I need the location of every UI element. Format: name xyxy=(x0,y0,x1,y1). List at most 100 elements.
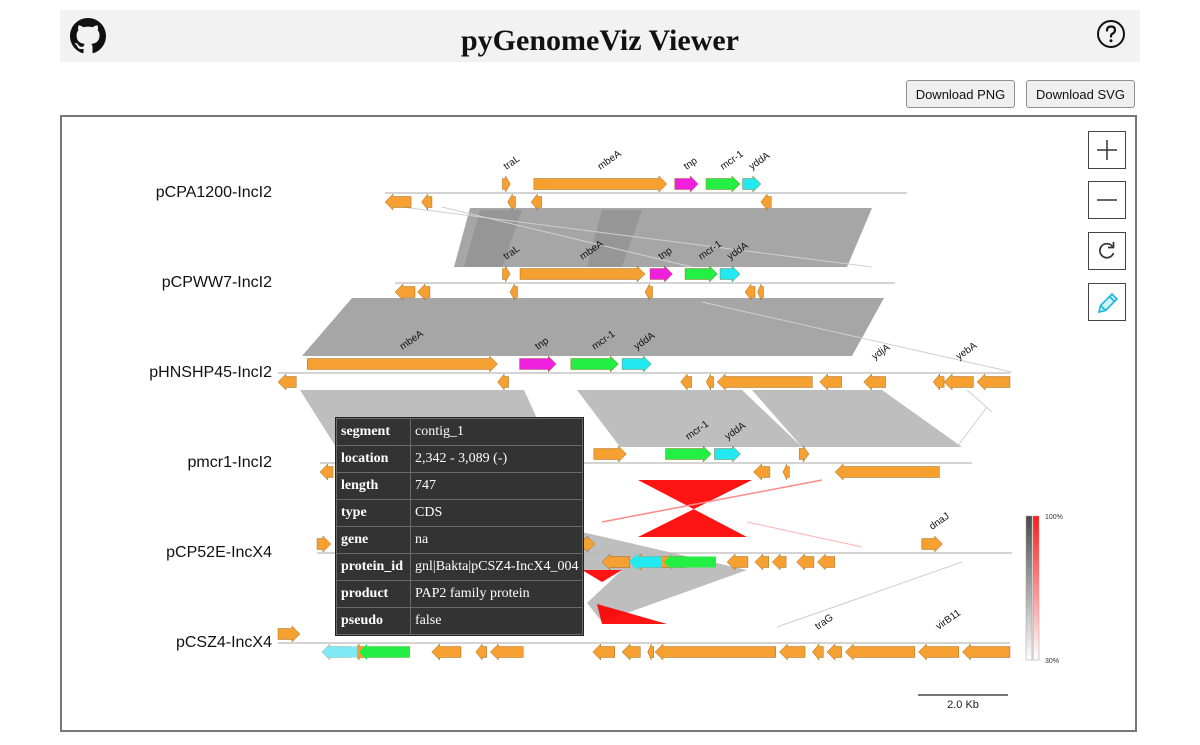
gene-feature[interactable] xyxy=(705,373,714,391)
gene-feature[interactable] xyxy=(719,265,741,283)
reset-icon xyxy=(1099,242,1115,259)
gene-feature[interactable] xyxy=(976,373,1011,391)
gene-feature[interactable] xyxy=(629,554,662,570)
gene-feature[interactable] xyxy=(507,193,516,211)
gene-feature[interactable] xyxy=(754,553,769,571)
gene-feature[interactable] xyxy=(394,283,416,301)
gene-feature[interactable] xyxy=(753,463,771,481)
similarity-link-line xyxy=(776,561,963,628)
reset-view-button[interactable] xyxy=(1088,232,1126,270)
gene-feature[interactable] xyxy=(716,373,813,391)
gene-feature[interactable] xyxy=(760,193,772,211)
gene-feature[interactable] xyxy=(714,445,741,463)
gene-feature[interactable] xyxy=(307,355,498,373)
gene-feature[interactable] xyxy=(771,553,787,571)
gene-feature[interactable] xyxy=(647,643,654,661)
gene-feature[interactable] xyxy=(726,553,749,571)
download-svg-button[interactable]: Download SVG xyxy=(1026,80,1135,108)
gene-feature[interactable] xyxy=(674,175,699,193)
gene-feature[interactable] xyxy=(932,373,945,391)
gene-feature[interactable] xyxy=(621,643,641,661)
gene-feature[interactable] xyxy=(782,463,790,481)
gene-feature[interactable] xyxy=(384,193,412,211)
gene-feature[interactable] xyxy=(530,193,542,211)
gene-feature[interactable] xyxy=(742,175,762,193)
gene-label: yddA xyxy=(747,150,772,172)
gene-feature[interactable] xyxy=(489,643,524,661)
gene-feature[interactable] xyxy=(744,283,756,301)
tooltip-key: length xyxy=(336,472,411,500)
gene-feature[interactable] xyxy=(812,643,824,661)
similarity-link-line xyxy=(701,301,1013,373)
scalebar: 2.0 Kb xyxy=(918,694,1008,711)
gene-feature[interactable] xyxy=(943,373,974,391)
github-icon[interactable] xyxy=(70,18,106,54)
gene-feature[interactable] xyxy=(779,643,806,661)
gene-feature[interactable] xyxy=(277,373,297,391)
edit-button[interactable] xyxy=(1088,283,1126,321)
gene-feature[interactable] xyxy=(509,283,518,301)
gene-feature[interactable] xyxy=(431,643,462,661)
similarity-link-red xyxy=(597,604,667,624)
gene-feature[interactable] xyxy=(826,643,842,661)
gene-feature[interactable] xyxy=(601,553,630,571)
gene-feature[interactable] xyxy=(497,373,509,391)
gene-feature[interactable] xyxy=(918,643,959,661)
gene-feature[interactable] xyxy=(593,445,627,463)
gene-feature[interactable] xyxy=(644,283,653,301)
gene-feature[interactable] xyxy=(921,535,943,553)
gene-label: tnp xyxy=(682,155,700,172)
gene-feature[interactable] xyxy=(475,643,487,661)
zoom-out-button[interactable] xyxy=(1088,181,1126,219)
gene-feature[interactable] xyxy=(817,553,835,571)
gene-feature[interactable] xyxy=(684,265,718,283)
gene-feature[interactable] xyxy=(417,283,431,301)
gene-feature[interactable] xyxy=(519,265,646,283)
gene-feature[interactable] xyxy=(421,193,433,211)
gene-feature[interactable] xyxy=(664,554,716,570)
gene-label: dnaJ xyxy=(927,511,951,532)
gene-feature[interactable] xyxy=(757,283,764,301)
gene-feature[interactable] xyxy=(796,553,815,571)
similarity-link-line xyxy=(746,521,863,548)
gene-feature[interactable] xyxy=(519,355,557,373)
gene-feature[interactable] xyxy=(665,445,712,463)
gene-feature[interactable] xyxy=(359,644,410,660)
zoom-in-button[interactable] xyxy=(1088,131,1126,169)
gene-feature[interactable] xyxy=(705,175,741,193)
minus-icon xyxy=(1097,199,1117,201)
tooltip-value: contig_1 xyxy=(409,418,584,446)
gene-feature[interactable] xyxy=(592,643,615,661)
gene-feature[interactable] xyxy=(502,265,511,283)
gene-feature[interactable] xyxy=(319,463,334,481)
gene-feature[interactable] xyxy=(533,175,668,193)
gene-feature[interactable] xyxy=(680,373,692,391)
gene-feature[interactable] xyxy=(819,373,842,391)
gene-feature[interactable] xyxy=(621,355,652,373)
gene-feature[interactable] xyxy=(834,463,940,481)
gene-feature[interactable] xyxy=(322,644,357,660)
gene-feature[interactable] xyxy=(654,643,776,661)
gene-feature[interactable] xyxy=(277,625,301,643)
gene-feature[interactable] xyxy=(649,265,673,283)
tooltip-value: false xyxy=(409,607,584,635)
gene-label: mcr-1 xyxy=(718,149,746,173)
download-png-button[interactable]: Download PNG xyxy=(906,80,1015,108)
gene-feature[interactable] xyxy=(799,445,810,463)
gene-feature[interactable] xyxy=(316,535,332,553)
gene-feature[interactable] xyxy=(845,643,916,661)
gene-feature[interactable] xyxy=(570,355,619,373)
gene-feature[interactable] xyxy=(863,373,886,391)
tooltip-key: segment xyxy=(336,418,411,446)
gene-feature[interactable] xyxy=(962,643,1011,661)
help-circle-icon[interactable] xyxy=(1096,19,1126,49)
tooltip-key: product xyxy=(336,580,411,608)
gene-feature[interactable] xyxy=(502,175,511,193)
